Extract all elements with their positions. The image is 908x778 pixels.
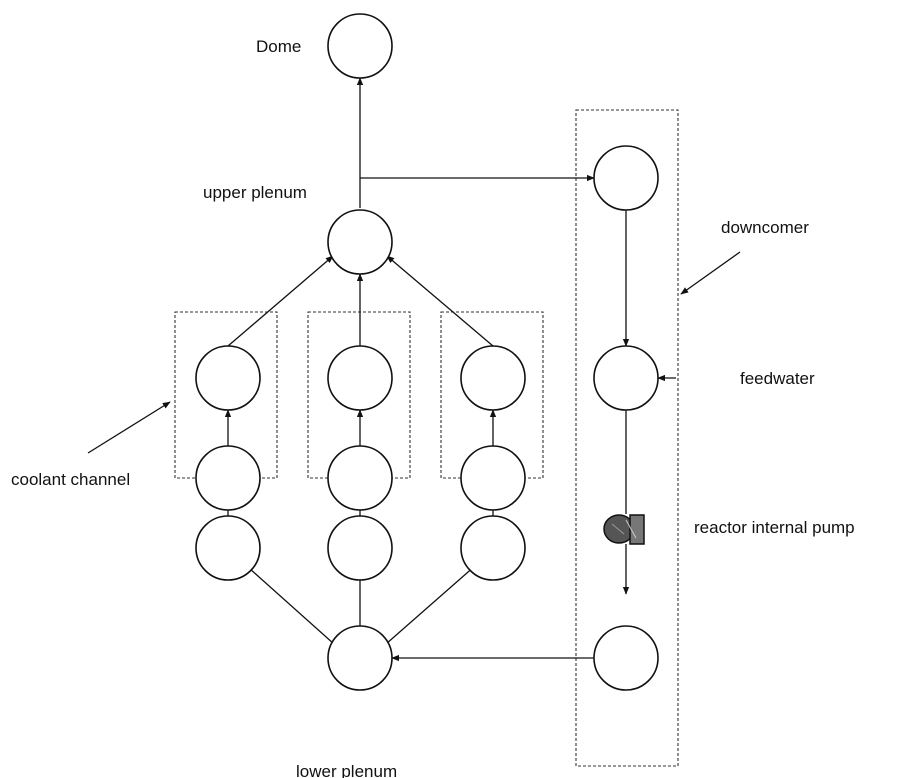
- feedwater-label: feedwater: [740, 369, 815, 388]
- dome-node: [327, 13, 393, 79]
- coolant-channel-label: coolant channel: [11, 470, 130, 489]
- dome-label: Dome: [256, 37, 301, 56]
- ch2-node-top: [327, 345, 393, 411]
- ch1-node-top: [195, 345, 261, 411]
- reactor-internal-pump-label: reactor internal pump: [694, 518, 855, 537]
- coolant-channel-pointer: [87, 401, 171, 454]
- ch2-node-mid: [327, 445, 393, 511]
- downcomer-pointer: [680, 251, 741, 295]
- ch2-node-bottom: [327, 515, 393, 581]
- downcomer-node-top: [593, 145, 659, 211]
- upper-plenum-label: upper plenum: [203, 183, 307, 202]
- ch3-node-bottom: [460, 515, 526, 581]
- downcomer-node-bottom: [593, 625, 659, 691]
- upper-plenum-node: [327, 209, 393, 275]
- downcomer-label: downcomer: [721, 218, 809, 237]
- pump-icon: [603, 514, 645, 545]
- ch1-node-bottom: [195, 515, 261, 581]
- downcomer-box: [575, 109, 679, 767]
- ch1-node-mid: [195, 445, 261, 511]
- coolant-channel-box-1: [174, 311, 278, 479]
- lower-plenum-label: lower plenum: [296, 762, 397, 778]
- edge-ch3-to-upper-plenum: [386, 255, 494, 347]
- ch3-node-mid: [460, 445, 526, 511]
- lower-plenum-node: [327, 625, 393, 691]
- coolant-channel-box-3: [440, 311, 544, 479]
- edge-ch1-to-upper-plenum: [227, 255, 334, 347]
- downcomer-node-mid: [593, 345, 659, 411]
- ch3-node-top: [460, 345, 526, 411]
- coolant-channel-box-2: [307, 311, 411, 479]
